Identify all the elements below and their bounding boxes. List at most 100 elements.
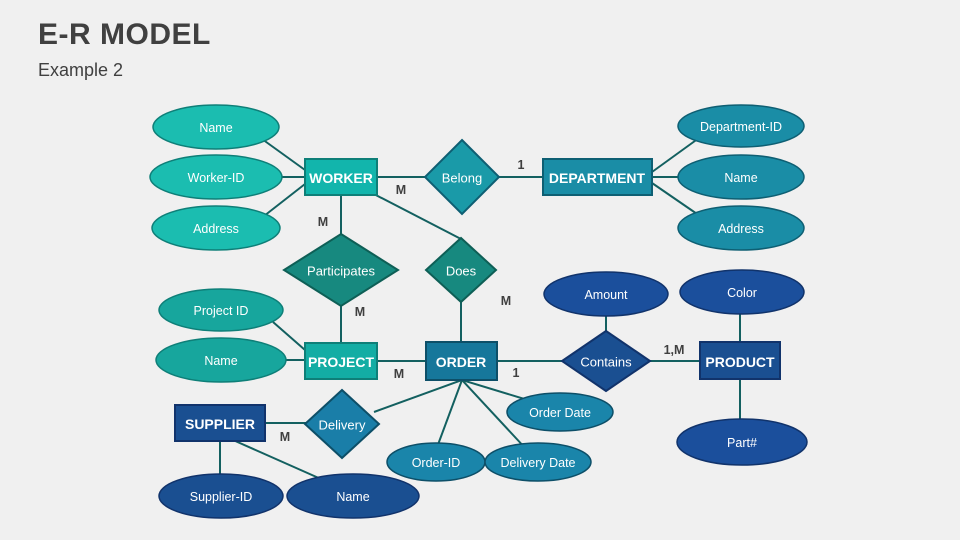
- ellipse-shape: [149, 154, 283, 200]
- attribute-label: Project ID: [194, 304, 249, 318]
- ellipse-shape: [158, 473, 284, 519]
- attribute-label: Order Date: [529, 406, 591, 420]
- cardinality-worker-belong: M: [396, 183, 406, 197]
- attribute-worker-address[interactable]: Address: [151, 205, 281, 251]
- relationship-contains[interactable]: Contains: [560, 329, 652, 393]
- attribute-department-address[interactable]: Address: [677, 205, 805, 251]
- link-supplier-name: [232, 439, 331, 484]
- attribute-label: Supplier-ID: [190, 490, 253, 504]
- attribute-worker-name[interactable]: Name: [152, 104, 280, 150]
- link-worker-address: [263, 183, 306, 217]
- ellipse-shape: [679, 269, 805, 315]
- link-worker-does: [369, 191, 462, 240]
- rect-shape: [304, 342, 378, 380]
- attribute-label: Name: [724, 171, 757, 185]
- entity-product[interactable]: PRODUCT: [699, 341, 781, 380]
- entity-worker[interactable]: WORKER: [304, 158, 378, 196]
- attribute-label: Order-ID: [412, 456, 461, 470]
- ellipse-shape: [158, 288, 284, 332]
- diamond-shape: [424, 236, 498, 304]
- diamond-shape: [423, 138, 501, 216]
- attribute-label: Address: [193, 222, 239, 236]
- entity-label: SUPPLIER: [185, 416, 255, 432]
- rect-shape: [542, 158, 653, 196]
- entity-order[interactable]: ORDER: [425, 341, 498, 381]
- relationship-label: Participates: [307, 264, 375, 279]
- cardinality-supplier-delivery: M: [280, 430, 290, 444]
- cardinality-participates-project: M: [355, 305, 365, 319]
- ellipse-shape: [676, 418, 808, 466]
- cardinality-project-order: M: [394, 367, 404, 381]
- relationship-does[interactable]: Does: [424, 236, 498, 304]
- attribute-department-name[interactable]: Name: [677, 154, 805, 200]
- attribute-label: Part#: [727, 436, 757, 450]
- entity-project[interactable]: PROJECT: [304, 342, 378, 380]
- ellipse-shape: [151, 205, 281, 251]
- entity-label: PRODUCT: [705, 354, 775, 370]
- cardinality-worker-participates: M: [318, 215, 328, 229]
- entity-label: PROJECT: [308, 354, 375, 370]
- relationship-belong[interactable]: Belong: [423, 138, 501, 216]
- cardinality-labels: M 1 M M M M 1 1,M M: [280, 158, 685, 444]
- ellipse-shape: [484, 442, 592, 482]
- relationship-label: Delivery: [319, 418, 366, 433]
- attribute-label: Delivery Date: [500, 456, 575, 470]
- attribute-shapes: Name Worker-ID Address Department-ID Nam…: [149, 104, 808, 519]
- diamond-shape: [303, 388, 381, 460]
- page-subtitle: Example 2: [38, 60, 124, 80]
- link-order-id: [435, 379, 463, 451]
- attribute-project-name[interactable]: Name: [155, 337, 287, 383]
- attribute-label: Color: [727, 286, 757, 300]
- link-dept-address: [651, 182, 701, 217]
- entity-label: WORKER: [309, 170, 373, 186]
- ellipse-shape: [286, 473, 420, 519]
- cardinality-does-order: M: [501, 294, 511, 308]
- link-worker-name: [261, 138, 306, 171]
- attribute-department-id[interactable]: Department-ID: [677, 104, 805, 148]
- ellipse-shape: [677, 104, 805, 148]
- link-order-date: [461, 379, 532, 402]
- link-order-delivery: [373, 379, 463, 413]
- attribute-label: Amount: [584, 288, 628, 302]
- rect-shape: [174, 404, 266, 442]
- rect-shape: [304, 158, 378, 196]
- ellipse-shape: [677, 154, 805, 200]
- attribute-worker-id[interactable]: Worker-ID: [149, 154, 283, 200]
- attribute-part-number[interactable]: Part#: [676, 418, 808, 466]
- cardinality-contains-product: 1,M: [664, 343, 685, 357]
- ellipse-shape: [152, 104, 280, 150]
- rect-shape: [699, 341, 781, 380]
- entity-label: ORDER: [436, 354, 487, 370]
- attribute-label: Address: [718, 222, 764, 236]
- entity-department[interactable]: DEPARTMENT: [542, 158, 653, 196]
- attribute-color[interactable]: Color: [679, 269, 805, 315]
- cardinality-belong-department: 1: [518, 158, 525, 172]
- relationship-label: Belong: [442, 171, 482, 186]
- relationship-delivery[interactable]: Delivery: [303, 388, 381, 460]
- link-dept-id: [651, 137, 700, 173]
- attribute-label: Worker-ID: [188, 171, 245, 185]
- diamond-shape: [560, 329, 652, 393]
- link-project-id: [272, 321, 306, 351]
- attribute-order-date[interactable]: Order Date: [506, 392, 614, 432]
- entity-label: DEPARTMENT: [549, 170, 646, 186]
- ellipse-shape: [155, 337, 287, 383]
- attribute-project-id[interactable]: Project ID: [158, 288, 284, 332]
- entity-supplier[interactable]: SUPPLIER: [174, 404, 266, 442]
- rect-shape: [425, 341, 498, 381]
- attribute-label: Department-ID: [700, 120, 782, 134]
- attribute-supplier-name[interactable]: Name: [286, 473, 420, 519]
- connector-lines: [219, 137, 741, 484]
- diamond-shape: [282, 232, 400, 308]
- entity-shapes: WORKER DEPARTMENT PROJECT ORDER SUPPLIER: [174, 158, 781, 442]
- attribute-delivery-date[interactable]: Delivery Date: [484, 442, 592, 482]
- attribute-label: Name: [336, 490, 369, 504]
- attribute-amount[interactable]: Amount: [543, 271, 669, 317]
- page-title: E-R MODEL: [38, 18, 211, 51]
- attribute-supplier-id[interactable]: Supplier-ID: [158, 473, 284, 519]
- cardinality-order-contains: 1: [513, 366, 520, 380]
- relationship-participates[interactable]: Participates: [282, 232, 400, 308]
- attribute-order-id[interactable]: Order-ID: [386, 442, 486, 482]
